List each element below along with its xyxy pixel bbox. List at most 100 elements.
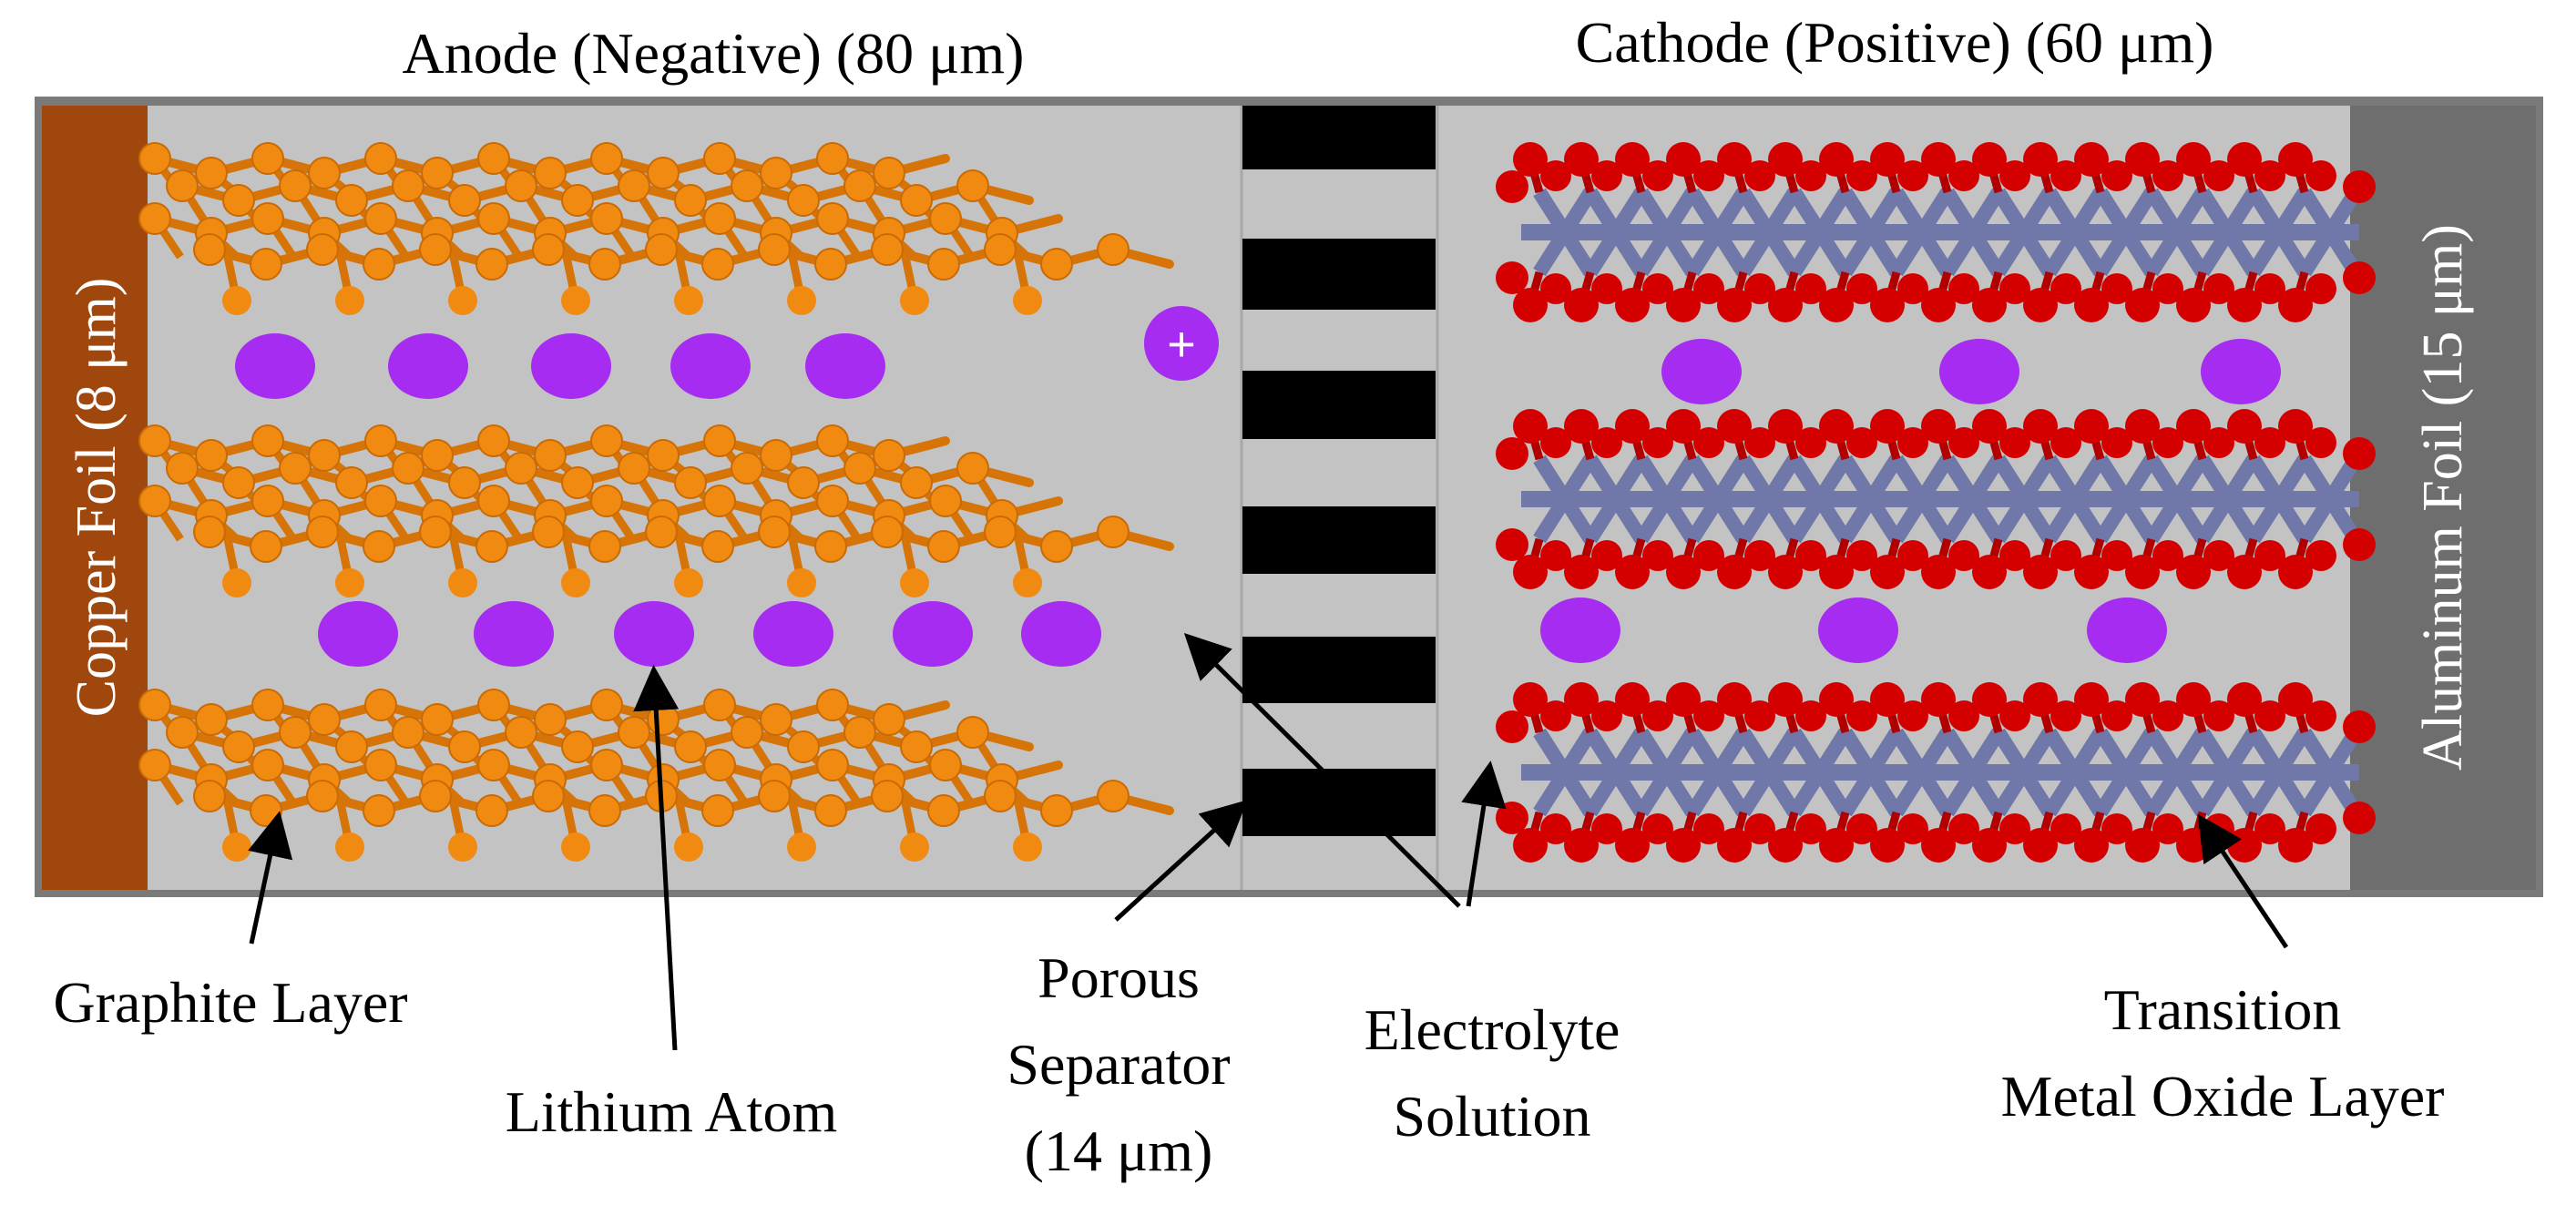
oxygen-atom <box>1897 540 1928 571</box>
carbon-atom <box>166 169 199 202</box>
carbon-atom <box>703 485 736 517</box>
oxygen-atom <box>2305 273 2336 304</box>
oxygen-atom <box>1540 540 1571 571</box>
oxygen-atom <box>1795 700 1826 731</box>
carbon-atom <box>138 485 171 517</box>
carbon-atom <box>588 530 621 563</box>
carbon-atom <box>843 716 876 749</box>
oxygen-atom <box>1666 409 1701 444</box>
carbon-atom <box>674 286 703 315</box>
lithium-atom <box>388 333 468 399</box>
oxygen-atom <box>1921 828 1956 863</box>
oxygen-atom <box>2050 427 2081 458</box>
carbon-atom <box>787 832 816 862</box>
oxygen-atom <box>1972 555 2007 589</box>
carbon-atom <box>534 703 567 736</box>
oxygen-atom <box>1870 828 1905 863</box>
carbon-atom <box>984 233 1017 266</box>
oxygen-atom <box>1846 427 1877 458</box>
oxygen-atom <box>1744 427 1775 458</box>
carbon-atom <box>534 157 567 189</box>
oxygen-atom <box>1744 273 1775 304</box>
carbon-atom <box>1097 780 1130 812</box>
carbon-atom <box>392 452 424 485</box>
oxygen-atom <box>2074 142 2109 177</box>
carbon-atom <box>138 424 171 457</box>
carbon-atom <box>335 730 368 763</box>
carbon-atom <box>306 780 339 812</box>
carbon-atom <box>647 703 680 736</box>
carbon-atom <box>448 730 481 763</box>
oxygen-atom <box>1513 828 1548 863</box>
carbon-atom <box>193 780 226 812</box>
carbon-atom <box>363 530 395 563</box>
carbon-atom <box>787 466 820 499</box>
oxygen-atom <box>1615 409 1650 444</box>
carbon-atom <box>929 485 962 517</box>
carbon-atom <box>787 730 820 763</box>
carbon-atom <box>364 689 397 721</box>
oxygen-atom <box>2203 273 2234 304</box>
oxygen-atom <box>2203 540 2234 571</box>
transition-metal-label-2: Metal Oxide Layer <box>2001 1064 2445 1128</box>
graphite-layer <box>138 142 1174 315</box>
carbon-atom <box>505 169 537 202</box>
oxygen-atom <box>2125 682 2160 717</box>
oxygen-atom <box>1744 540 1775 571</box>
carbon-atom <box>703 142 736 175</box>
separator-bar <box>1242 769 1436 836</box>
oxygen-atom <box>1819 682 1854 717</box>
carbon-atom <box>279 452 312 485</box>
carbon-atom <box>561 286 590 315</box>
lithium-atom-label: Lithium Atom <box>506 1079 837 1144</box>
oxygen-atom <box>1540 427 1571 458</box>
oxygen-atom <box>2074 409 2109 444</box>
oxygen-atom <box>1642 540 1673 571</box>
oxygen-atom <box>1999 540 2030 571</box>
carbon-atom <box>477 202 510 235</box>
carbon-atom <box>477 424 510 457</box>
oxygen-atom <box>1693 700 1724 731</box>
carbon-atom <box>475 530 508 563</box>
oxygen-atom <box>1496 261 1528 294</box>
copper-foil <box>42 106 148 890</box>
oxygen-atom <box>1642 813 1673 844</box>
carbon-atom <box>561 730 594 763</box>
oxygen-atom <box>1870 555 1905 589</box>
oxygen-atom <box>2023 828 2058 863</box>
oxygen-atom <box>2254 160 2285 191</box>
carbon-atom <box>505 452 537 485</box>
oxygen-atom <box>2125 142 2160 177</box>
carbon-atom <box>222 568 251 597</box>
transition-metal-oxide-layers <box>1496 142 2376 863</box>
oxygen-atom <box>1717 142 1752 177</box>
oxygen-atom <box>1921 142 1956 177</box>
oxygen-atom <box>1846 160 1877 191</box>
oxygen-atom <box>2278 409 2313 444</box>
oxygen-atom <box>2305 813 2336 844</box>
oxygen-atom <box>1846 813 1877 844</box>
carbon-atom <box>335 466 368 499</box>
oxygen-atom <box>2305 427 2336 458</box>
lithium-atom <box>753 601 833 667</box>
carbon-atom <box>703 202 736 235</box>
carbon-atom <box>588 794 621 827</box>
carbon-atom <box>787 568 816 597</box>
carbon-atom <box>701 530 734 563</box>
oxygen-atom <box>2050 273 2081 304</box>
oxygen-atom <box>1717 555 1752 589</box>
oxygen-atom <box>1564 409 1599 444</box>
carbon-atom <box>927 248 960 281</box>
porous-separator-label-1: Porous <box>1038 945 1200 1010</box>
carbon-atom <box>335 286 364 315</box>
separator-bar <box>1242 239 1436 310</box>
carbon-atom <box>166 452 199 485</box>
carbon-atom <box>1013 286 1042 315</box>
carbon-atom <box>816 142 849 175</box>
lithium-atom <box>805 333 885 399</box>
carbon-atom <box>814 794 847 827</box>
oxygen-atom <box>1819 288 1854 322</box>
oxygen-atom <box>1564 682 1599 717</box>
oxygen-atom <box>1540 813 1571 844</box>
oxygen-atom <box>2305 160 2336 191</box>
